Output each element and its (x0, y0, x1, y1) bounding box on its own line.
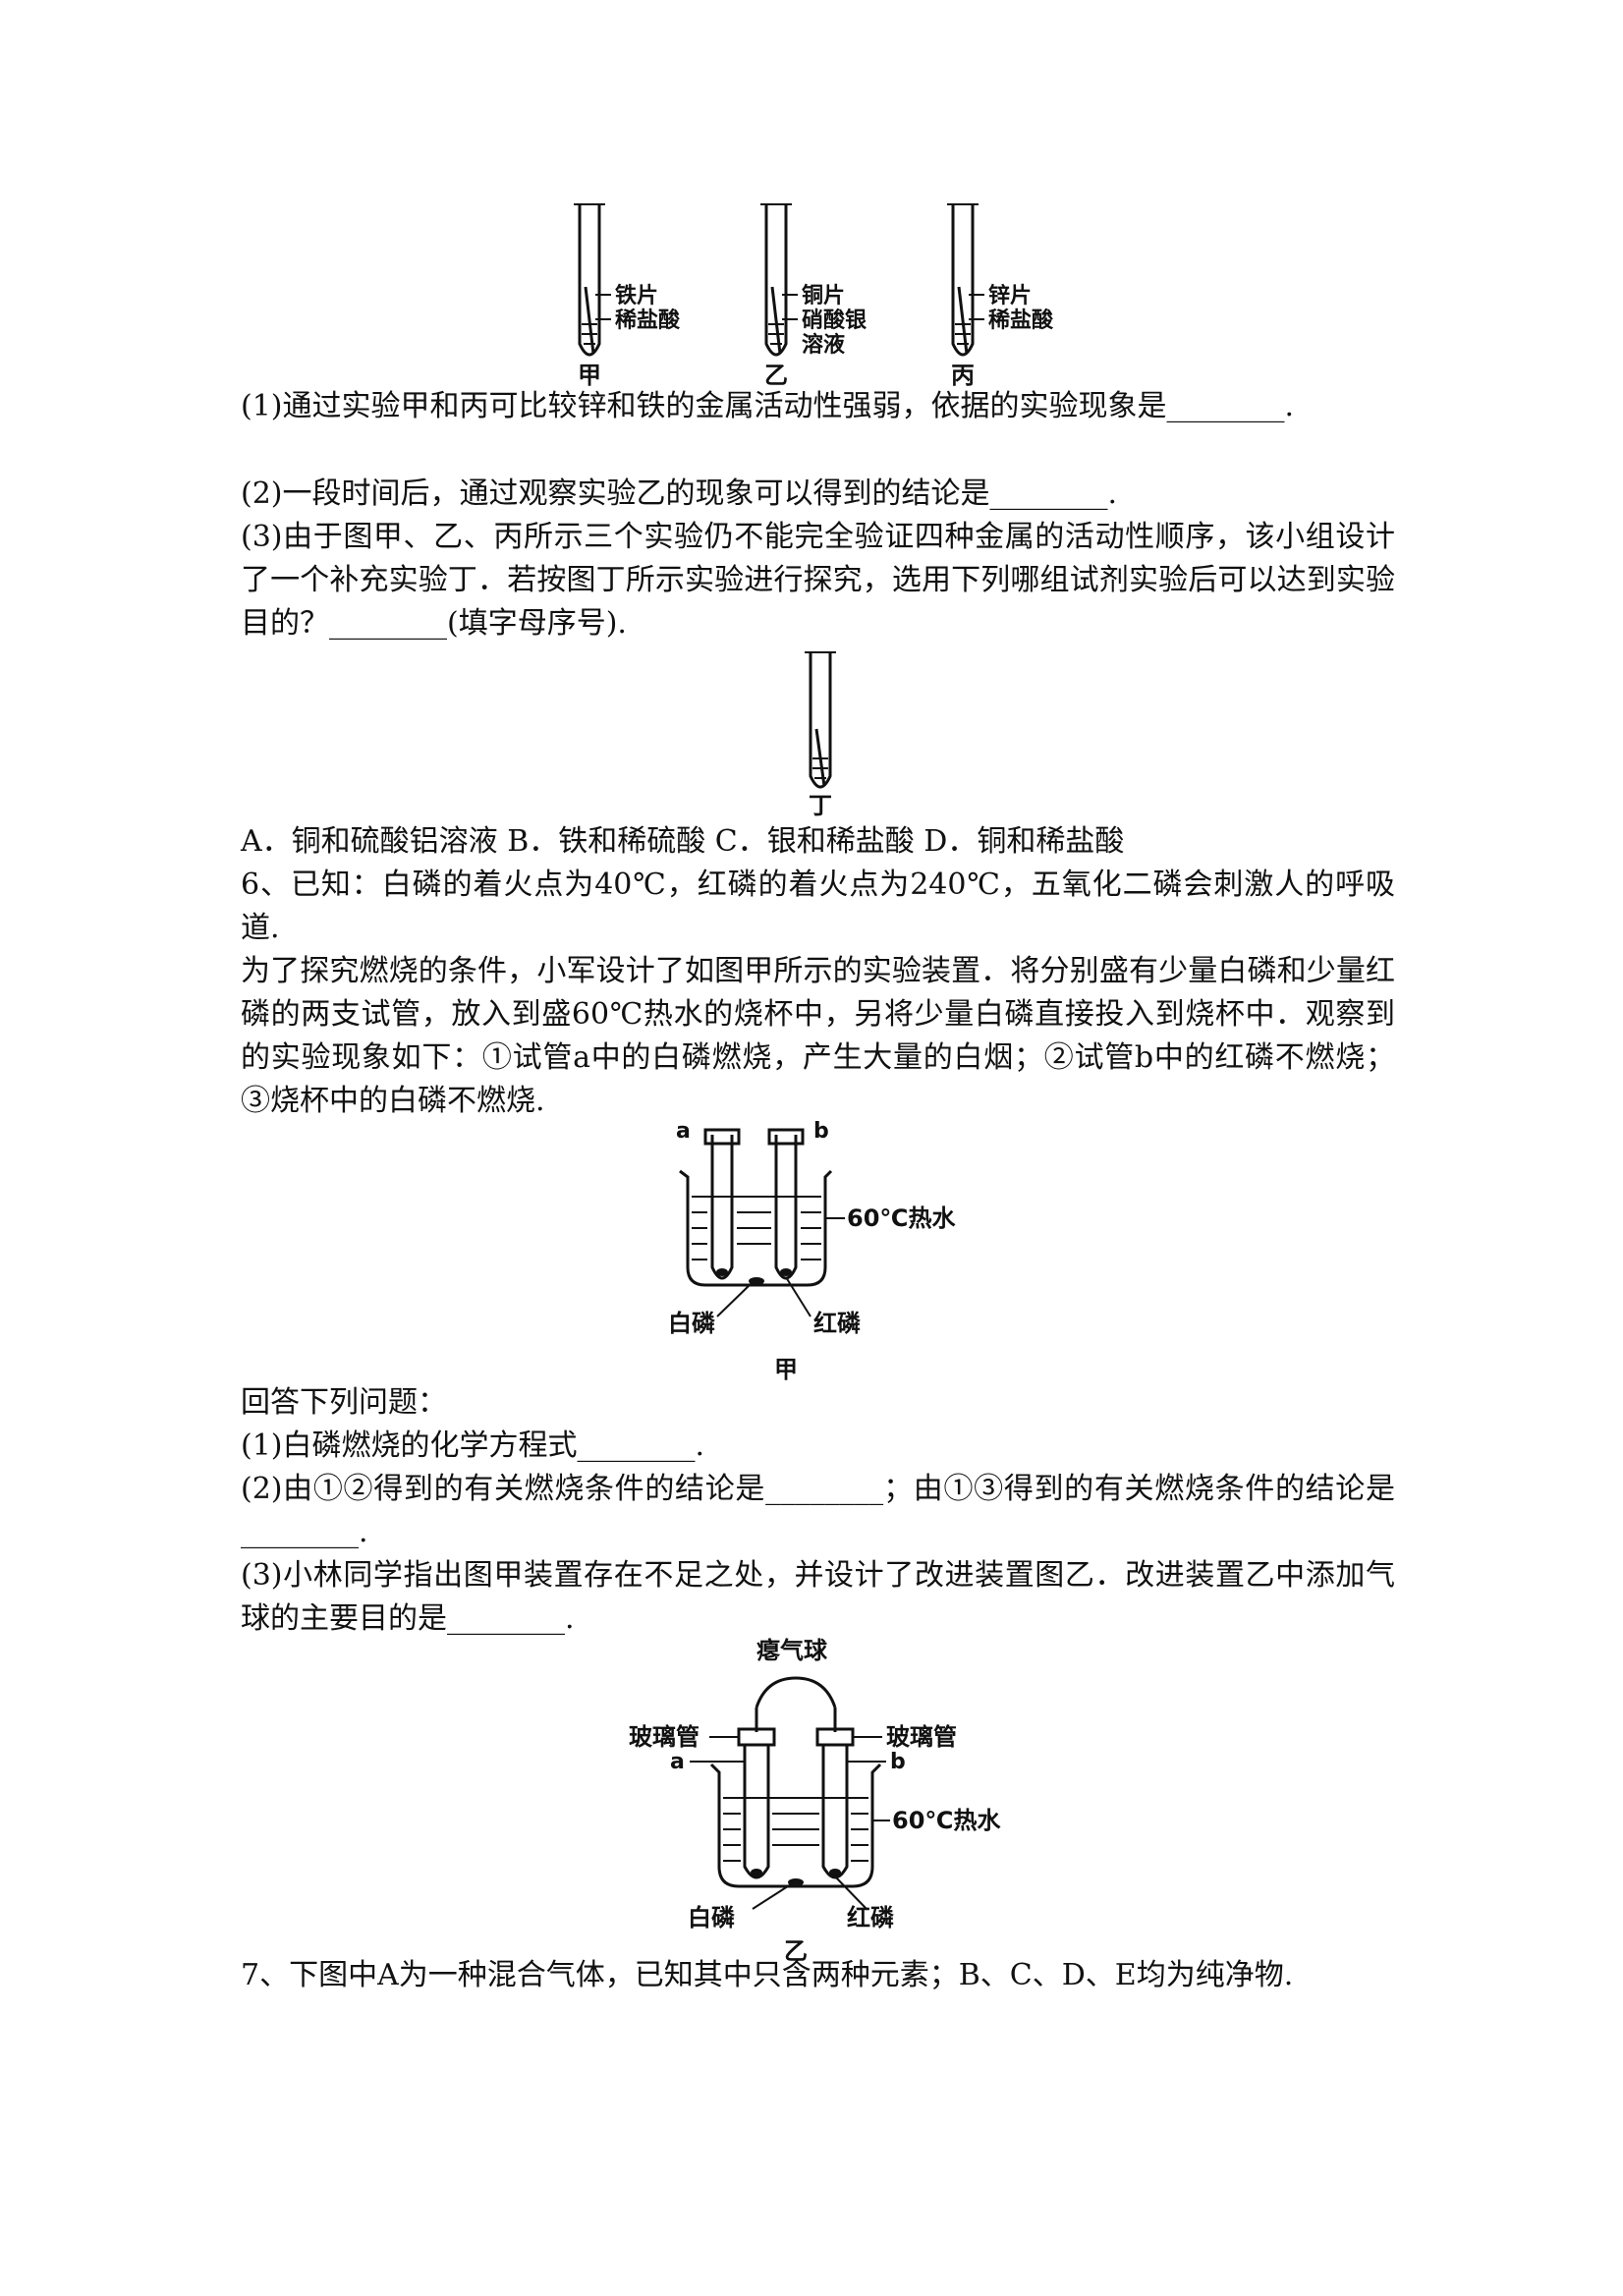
label-dilute-hcl-jia: 稀盐酸 (615, 308, 681, 333)
label-a-jia: a (676, 1119, 691, 1144)
q6-part3: (3)小林同学指出图甲装置存在不足之处，并设计了改进装置图乙．改进装置乙中添加气… (241, 1558, 1395, 1636)
label-white-phosphorus-jia: 白磷 (668, 1310, 715, 1337)
caption-apparatus-jia: 甲 (774, 1356, 798, 1383)
q5-options: A．铜和硫酸铝溶液 B．铁和稀硫酸 C．银和稀盐酸 D．铜和稀盐酸 (241, 824, 1125, 859)
test-tubes-figure: 铁片 稀盐酸 甲 铜片 硝酸银 溶液 乙 锌片 稀盐酸 丙 (574, 203, 1054, 389)
q5-part2: (2)一段时间后，通过观察实验乙的现象可以得到的结论是________. (241, 476, 1118, 511)
label-hot-water-jia: 60℃热水 (847, 1204, 956, 1232)
label-red-phosphorus-yi: 红磷 (847, 1904, 894, 1932)
q6-setup: 为了探究燃烧的条件，小军设计了如图甲所示的实验装置．将分别盛有少量白磷和少量红磷… (241, 954, 1395, 1118)
q6-intro: 6、已知：白磷的着火点为40℃，红磷的着火点为240℃，五氧化二磷会刺激人的呼吸… (241, 868, 1395, 945)
label-glass-tube-right: 玻璃管 (886, 1723, 957, 1751)
apparatus-jia-figure: a b 60℃热水 白磷 红磷 甲 (668, 1119, 956, 1383)
q6-part2: (2)由①②得到的有关燃烧条件的结论是________；由①③得到的有关燃烧条件… (241, 1472, 1395, 1549)
tube-jia: 铁片 稀盐酸 甲 (574, 203, 681, 389)
label-red-phosphorus-jia: 红磷 (813, 1310, 861, 1337)
q5-part1: (1)通过实验甲和丙可比较锌和铁的金属活动性强弱，依据的实验现象是_______… (241, 389, 1295, 423)
tube-yi: 铜片 硝酸银 溶液 乙 (760, 203, 867, 389)
q5-part3: (3)由于图甲、乙、丙所示三个实验仍不能完全验证四种金属的活动性顺序，该小组设计… (241, 520, 1395, 641)
label-b-yi: b (890, 1750, 906, 1774)
label-glass-tube-left: 玻璃管 (629, 1723, 700, 1751)
caption-ding: 丁 (809, 792, 832, 819)
tube-bing: 锌片 稀盐酸 丙 (947, 203, 1054, 389)
caption-bing: 丙 (951, 362, 975, 389)
caption-yi: 乙 (764, 362, 788, 389)
label-solution: 溶液 (802, 332, 845, 358)
label-white-phosphorus-yi: 白磷 (688, 1904, 735, 1932)
label-zinc-sheet: 锌片 (988, 284, 1032, 308)
label-hot-water-yi: 60℃热水 (892, 1807, 1001, 1834)
label-b-jia: b (813, 1119, 829, 1144)
label-iron-sheet: 铁片 (615, 283, 658, 308)
q6-answer-prompt: 回答下列问题： (241, 1385, 447, 1420)
label-copper-sheet: 铜片 (802, 283, 845, 308)
caption-apparatus-yi: 乙 (784, 1937, 808, 1965)
q6-part1: (1)白磷燃烧的化学方程式________. (241, 1428, 705, 1463)
label-balloon: 瘪气球 (756, 1637, 828, 1664)
label-a-yi: a (670, 1750, 685, 1774)
apparatus-yi-figure: 瘪气球 玻璃管 玻璃管 a b 60℃热水 白磷 红磷 乙 (629, 1637, 1001, 1965)
label-silver-nitrate: 硝酸银 (802, 308, 867, 333)
label-dilute-hcl-bing: 稀盐酸 (988, 308, 1054, 333)
q7-text: 7、下图中A为一种混合气体，已知其中只含两种元素；B、C、D、E均为纯净物. (241, 1958, 1294, 1992)
tube-ding-figure: 丁 (805, 651, 836, 819)
caption-jia: 甲 (578, 362, 601, 389)
